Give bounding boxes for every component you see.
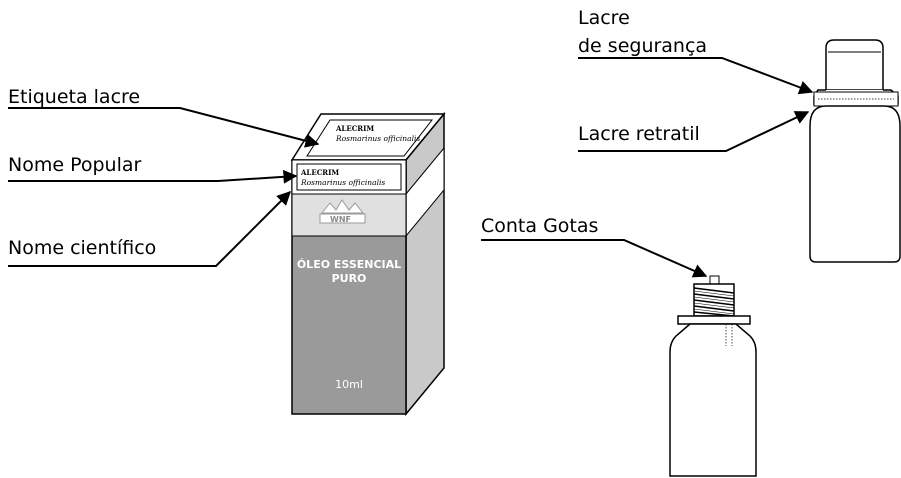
front-label-scientific: Rosmarinus officinalis (300, 178, 385, 187)
brand-logo-icon: WNF (319, 199, 366, 224)
callout-conta-gotas: Conta Gotas (481, 215, 708, 278)
label-conta-gotas: Conta Gotas (481, 215, 598, 237)
callout-etiqueta: Etiqueta lacre (8, 86, 320, 148)
callout-lacre-seguranca: Lacre de segurança (578, 7, 814, 95)
top-label (306, 119, 434, 157)
product-line-1: ÓLEO ESSENCIAL (297, 258, 401, 271)
top-label-scientific: Rosmarinus officinalis (335, 134, 420, 143)
label-etiqueta-lacre: Etiqueta lacre (8, 86, 140, 108)
label-nome-popular: Nome Popular (8, 154, 142, 176)
top-label-name: ALECRIM (335, 124, 374, 133)
callout-lacre-retratil: Lacre retratil (578, 111, 810, 152)
dropper-bottle (669, 275, 757, 477)
callout-nome-cientifico: Nome científico (8, 191, 291, 267)
label-lacre-retratil: Lacre retratil (578, 123, 700, 145)
capped-bottle (809, 39, 901, 263)
security-cap (825, 39, 884, 91)
label-de-seguranca: de segurança (578, 35, 707, 57)
label-nome-cientifico: Nome científico (8, 237, 156, 259)
front-label-name: ALECRIM (300, 168, 339, 177)
oil-box: ALECRIM Rosmarinus officinalis ALECRIM R… (290, 111, 446, 417)
callout-nome-popular: Nome Popular (8, 154, 298, 184)
volume-label: 10ml (335, 378, 363, 391)
product-line-2: PURO (332, 272, 367, 285)
brand-name: WNF (330, 215, 351, 224)
label-lacre: Lacre (578, 7, 630, 29)
